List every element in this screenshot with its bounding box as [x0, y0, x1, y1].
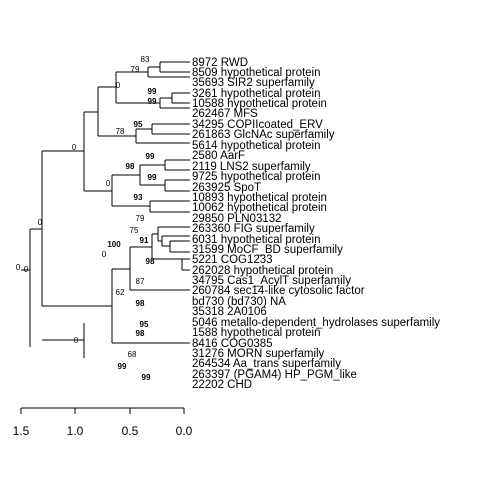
tip-label: 8416 COG0385	[192, 338, 273, 350]
support-value: 99	[118, 362, 127, 371]
support-value: 98	[136, 329, 145, 338]
support-value: 98	[136, 299, 145, 308]
tip-label: 263360 FIG superfamily	[192, 223, 315, 235]
support-value: 99	[148, 173, 157, 182]
support-value: 93	[134, 193, 143, 202]
tree-branches	[21, 61, 190, 358]
tip-label: 5221 COG1233	[192, 254, 273, 266]
tip-label: 263925 SpoT	[192, 182, 261, 194]
support-value: 99	[148, 97, 157, 106]
tip-label: 8509 hypothetical protein	[192, 67, 321, 79]
support-value: 98	[126, 162, 135, 171]
support-value: 75	[130, 226, 139, 235]
support-value: 0	[116, 81, 121, 90]
support-value: 68	[128, 350, 137, 359]
tip-label: 10062 hypothetical protein	[192, 202, 327, 214]
support-value: 0	[74, 336, 79, 345]
tip-label: 263397 (PGAM4) HP_PGM_like	[192, 369, 357, 381]
support-value: 87	[136, 277, 145, 286]
tip-label: 262028 hypothetical protein	[192, 265, 333, 277]
axis-tick-label: 1.0	[67, 424, 84, 438]
support-value: 62	[116, 288, 125, 297]
tip-label: 35318 2A0106	[192, 306, 267, 318]
tip-label: 34795 Cas1_AcylT superfamily	[192, 275, 351, 287]
tip-label: 10893 hypothetical protein	[192, 192, 327, 204]
support-value: 79	[131, 65, 140, 74]
axis-tick-label: 0.5	[122, 424, 139, 438]
tip-label: 22202 CHD	[192, 379, 252, 391]
support-value: 0	[106, 179, 111, 188]
support-value: 0	[102, 250, 107, 259]
tip-label: 31276 MORN superfamily	[192, 348, 325, 360]
tip-label: bd730 (bd730) NA	[192, 296, 286, 308]
tip-label: 35693 SIR2 superfamily	[192, 77, 315, 89]
tip-label: 10588 hypothetical protein	[192, 98, 327, 110]
support-value: 0	[24, 265, 29, 274]
scale-axis: 1.5 1.0 0.5 0.0	[13, 407, 193, 438]
tip-label: 6031 hypothetical protein	[192, 234, 321, 246]
tip-label: 31599 MoCF_BD superfamily	[192, 244, 343, 256]
support-value: 79	[136, 214, 145, 223]
support-value: 95	[134, 120, 143, 129]
support-value: 91	[140, 236, 149, 245]
tip-label: 5614 hypothetical protein	[192, 140, 321, 152]
tip-label: 260784 sec14-like cytosolic factor	[192, 285, 365, 297]
support-value: 0	[72, 143, 77, 152]
support-value: 99	[142, 373, 151, 382]
axis-tick-label: 1.5	[13, 424, 30, 438]
tip-label: 2580 AarF	[192, 150, 245, 162]
tip-label: 262467 MFS	[192, 108, 258, 120]
support-value: 83	[141, 55, 150, 64]
tip-label: 1588 hypothetical protein	[192, 327, 321, 339]
support-value: 78	[116, 127, 125, 136]
support-value: 99	[148, 87, 157, 96]
support-value: 0	[38, 218, 43, 227]
support-value: 0	[16, 263, 21, 272]
support-value: 95	[140, 320, 149, 329]
tip-label: 2119 LNS2 superfamily	[192, 161, 311, 173]
tip-label: 34295 COPIIcoated_ERV	[192, 119, 323, 131]
tip-label: 29850 PLN03132	[192, 213, 282, 225]
tip-label: 5046 metallo-dependent_hydrolases superf…	[192, 317, 440, 329]
tip-label: 264534 Aa_trans superfamily	[192, 358, 341, 370]
tip-label: 261863 GlcNAc superfamily	[192, 129, 335, 141]
support-value: 100	[107, 240, 121, 249]
support-value: 98	[146, 257, 155, 266]
tip-label: 3261 hypothetical protein	[192, 88, 321, 100]
support-value: 99	[146, 152, 155, 161]
axis-tick-label: 0.0	[176, 424, 193, 438]
tip-label: 8972 RWD	[192, 57, 248, 69]
tip-label: 9725 hypothetical protein	[192, 171, 321, 183]
